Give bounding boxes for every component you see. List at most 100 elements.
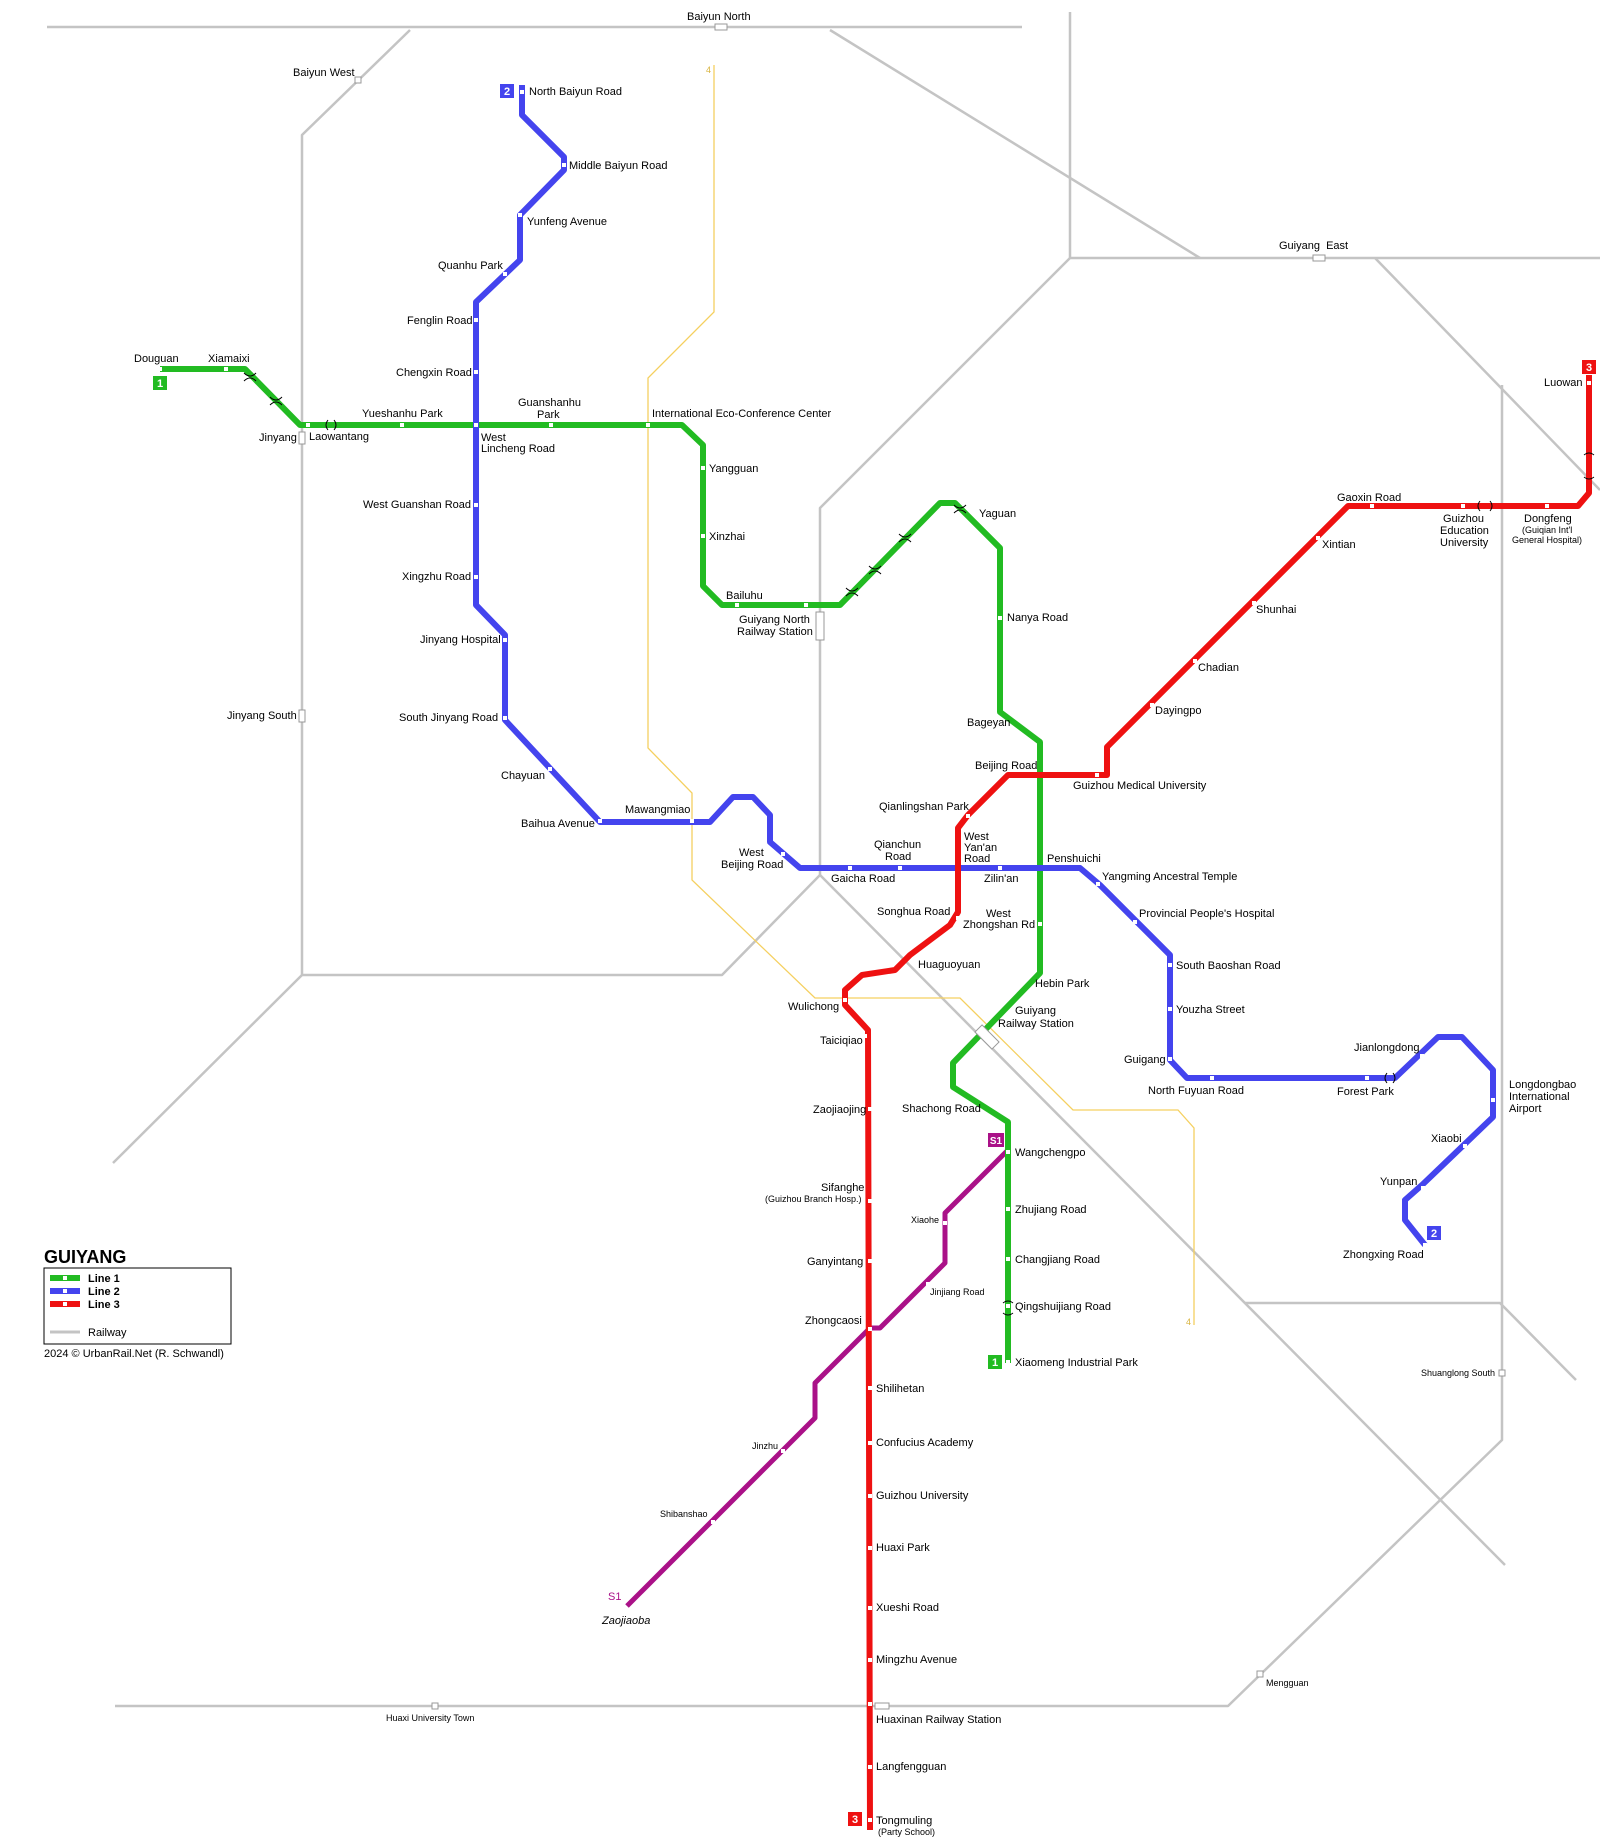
line-1-badge-west[interactable] bbox=[153, 376, 167, 390]
station-songhua-road[interactable]: Songhua Road bbox=[877, 906, 950, 918]
station-marker[interactable] bbox=[158, 367, 162, 371]
station-marker[interactable] bbox=[1028, 973, 1032, 977]
station-zhongcaosi[interactable]: Zhongcaosi bbox=[805, 1315, 862, 1327]
station-luowan[interactable]: Luowan bbox=[1544, 377, 1583, 389]
station-marker[interactable] bbox=[1316, 536, 1320, 540]
station-marker[interactable] bbox=[549, 423, 553, 427]
station-marker[interactable] bbox=[868, 1765, 872, 1769]
station-dongfeng-3[interactable]: General Hospital) bbox=[1512, 535, 1582, 545]
station-yaguan[interactable]: Yaguan bbox=[979, 508, 1016, 520]
rail-station-marker[interactable] bbox=[1256, 1670, 1264, 1678]
station-marker[interactable] bbox=[503, 638, 507, 642]
station-xueshi-road[interactable]: Xueshi Road bbox=[876, 1602, 939, 1614]
station-quanhu-park[interactable]: Quanhu Park bbox=[438, 260, 503, 272]
station-huaxi-park[interactable]: Huaxi Park bbox=[876, 1542, 930, 1554]
rail-station-marker[interactable] bbox=[874, 1702, 890, 1710]
station-xintian[interactable]: Xintian bbox=[1322, 539, 1356, 551]
station-provincial-peoples-hospital[interactable]: Provincial People's Hospital bbox=[1139, 908, 1274, 920]
station-marker[interactable] bbox=[1006, 1150, 1010, 1154]
station-west-beijing-road-2[interactable]: Beijing Road bbox=[721, 859, 783, 871]
station-marker[interactable] bbox=[868, 1606, 872, 1610]
station-marker[interactable] bbox=[1252, 601, 1256, 605]
station-marker[interactable] bbox=[804, 603, 808, 607]
station-marker[interactable] bbox=[1150, 703, 1154, 707]
station-marker[interactable] bbox=[1587, 381, 1591, 385]
station-langfengguan[interactable]: Langfengguan bbox=[876, 1761, 946, 1773]
station-marker[interactable] bbox=[1011, 712, 1015, 716]
station-guizhou-education-university[interactable]: Guizhou bbox=[1443, 513, 1484, 525]
station-marker[interactable] bbox=[868, 1546, 872, 1550]
station-baihua-avenue[interactable]: Baihua Avenue bbox=[521, 818, 595, 830]
station-marker[interactable] bbox=[1168, 1057, 1172, 1061]
station-marker[interactable] bbox=[503, 272, 507, 276]
line-4-badge-south-label[interactable]: 4 bbox=[1186, 1317, 1191, 1327]
station-marker[interactable] bbox=[1421, 1186, 1425, 1190]
station-marker[interactable] bbox=[916, 955, 920, 959]
station-gaoxin-road[interactable]: Gaoxin Road bbox=[1337, 492, 1401, 504]
rail-station-marker[interactable] bbox=[815, 611, 825, 641]
rail-station-marker[interactable] bbox=[1312, 254, 1326, 262]
station-marker[interactable] bbox=[998, 616, 1002, 620]
station-marker[interactable] bbox=[868, 1107, 872, 1111]
station-marker[interactable] bbox=[1168, 963, 1172, 967]
station-north-fuyuan-road[interactable]: North Fuyuan Road bbox=[1148, 1085, 1244, 1097]
station-marker[interactable] bbox=[1133, 920, 1137, 924]
station-marker[interactable] bbox=[1420, 1054, 1424, 1058]
line-3-badge-east[interactable] bbox=[1582, 360, 1596, 374]
station-marker[interactable] bbox=[868, 1658, 872, 1662]
station-qianchun-road-2[interactable]: Road bbox=[885, 851, 911, 863]
station-longdongbao-international-airport-2[interactable]: International bbox=[1509, 1091, 1570, 1103]
station-dongfeng-2[interactable]: (Guiqian Int'l bbox=[1522, 525, 1572, 535]
station-xiamaixi[interactable]: Xiamaixi bbox=[208, 353, 250, 365]
station-middle-baiyun-road[interactable]: Middle Baiyun Road bbox=[569, 160, 667, 172]
station-xiaobi[interactable]: Xiaobi bbox=[1431, 1133, 1462, 1145]
station-marker[interactable] bbox=[868, 1259, 872, 1263]
station-marker[interactable] bbox=[781, 852, 785, 856]
station-west-lincheng-road-2[interactable]: Lincheng Road bbox=[481, 443, 555, 455]
station-sifanghe[interactable]: Sifanghe bbox=[821, 1182, 864, 1194]
station-marker[interactable] bbox=[474, 370, 478, 374]
station-guigang[interactable]: Guigang bbox=[1124, 1054, 1166, 1066]
rail-station-marker[interactable] bbox=[714, 23, 728, 31]
station-jinzhu[interactable]: Jinzhu bbox=[752, 1441, 778, 1451]
station-laowantang[interactable]: Laowantang bbox=[309, 431, 369, 443]
station-marker[interactable] bbox=[868, 1441, 872, 1445]
station-jianlongdong[interactable]: Jianlongdong bbox=[1354, 1042, 1419, 1054]
station-zaojiaojing[interactable]: Zaojiaojing bbox=[813, 1104, 866, 1116]
station-xingzhu-road[interactable]: Xingzhu Road bbox=[402, 571, 471, 583]
station-marker[interactable] bbox=[966, 814, 970, 818]
station-guanshanhu-park[interactable]: Guanshanhu bbox=[518, 397, 581, 409]
station-marker[interactable] bbox=[518, 213, 522, 217]
station-forest-park[interactable]: Forest Park bbox=[1337, 1086, 1394, 1098]
station-gaicha-road[interactable]: Gaicha Road bbox=[831, 873, 895, 885]
station-marker[interactable] bbox=[646, 423, 650, 427]
station-qianlingshan-park[interactable]: Qianlingshan Park bbox=[879, 801, 969, 813]
station-guizhou-medical-university[interactable]: Guizhou Medical University bbox=[1073, 780, 1207, 792]
station-marker[interactable] bbox=[474, 318, 478, 322]
station-marker[interactable] bbox=[562, 163, 566, 167]
rail-station-marker[interactable] bbox=[1498, 1369, 1506, 1377]
station-qingshuijiang-road[interactable]: Qingshuijiang Road bbox=[1015, 1301, 1111, 1313]
station-yueshanhu-park[interactable]: Yueshanhu Park bbox=[362, 408, 443, 420]
station-huaxinan-railway-station[interactable]: Huaxinan Railway Station bbox=[876, 1714, 1001, 1726]
station-dongfeng[interactable]: Dongfeng bbox=[1524, 513, 1572, 525]
line-4-badge-north-label[interactable]: 4 bbox=[706, 65, 711, 75]
station-marker[interactable] bbox=[1491, 1098, 1495, 1102]
station-marker[interactable] bbox=[224, 367, 228, 371]
station-shunhai[interactable]: Shunhai bbox=[1256, 604, 1296, 616]
station-marker[interactable] bbox=[474, 575, 478, 579]
station-guiyang-north-railway-station[interactable]: Guiyang North bbox=[739, 614, 810, 626]
station-marker[interactable] bbox=[1463, 1144, 1467, 1148]
station-marker[interactable] bbox=[848, 866, 852, 870]
station-zaojiaoba[interactable]: Zaojiaoba bbox=[601, 1615, 650, 1627]
station-hebin-park[interactable]: Hebin Park bbox=[1035, 978, 1090, 990]
station-guiyang-railway-station[interactable]: Guiyang bbox=[1015, 1005, 1056, 1017]
station-marker[interactable] bbox=[1006, 1207, 1010, 1211]
station-marker[interactable] bbox=[1370, 504, 1374, 508]
station-marker[interactable] bbox=[474, 423, 478, 427]
station-xiaohe[interactable]: Xiaohe bbox=[911, 1215, 939, 1225]
station-marker[interactable] bbox=[868, 1494, 872, 1498]
station-yangguan[interactable]: Yangguan bbox=[709, 463, 758, 475]
station-marker[interactable] bbox=[998, 866, 1002, 870]
station-bailuhu[interactable]: Bailuhu bbox=[726, 590, 763, 602]
